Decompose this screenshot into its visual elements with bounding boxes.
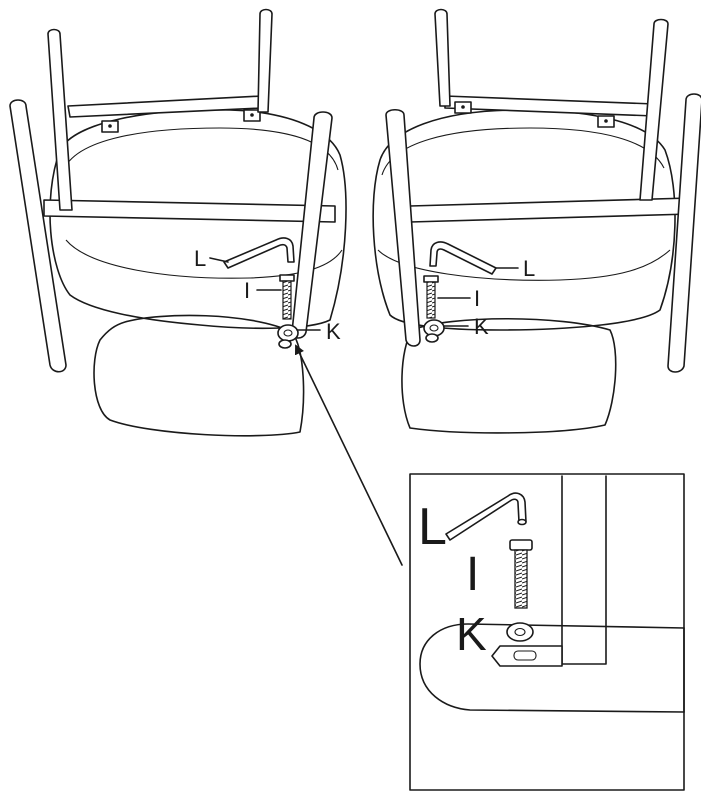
right-chair (372, 8, 701, 434)
right-chair-rail-back (444, 95, 656, 117)
right-label-hex-key: L (523, 256, 535, 281)
detail-label-washer: K (456, 608, 487, 660)
detail-box (409, 473, 685, 791)
right-bolt-head (423, 275, 439, 283)
detail-bracket-slot (513, 650, 537, 661)
left-label-hex-key: L (194, 246, 206, 271)
left-chair-leg-back-right (257, 8, 273, 113)
left-label-washer: K (326, 319, 341, 344)
detail-leg (561, 475, 607, 665)
detail-washer (506, 622, 534, 642)
right-chair-leg-front-right (667, 93, 701, 373)
detail-bolt-shaft (514, 549, 528, 609)
right-chair-leg-back-left (434, 8, 451, 107)
detail-frame (409, 473, 685, 791)
right-hex-key (429, 241, 497, 275)
right-chair-leg-front-left (385, 108, 421, 347)
detail-bracket-plate (491, 645, 563, 667)
left-chair-rail-front (43, 199, 336, 223)
left-chair-cushion-seam (65, 239, 343, 279)
left-bolt-head (279, 274, 295, 282)
detail-label-bolt: I (466, 548, 479, 601)
right-chair-cushion-edge (381, 127, 665, 176)
right-chair-seat-lower (401, 317, 617, 434)
detail-pointer-arrow (294, 344, 403, 566)
detail-label-hex-key: L (418, 498, 447, 556)
left-chair (9, 8, 347, 437)
left-label-bolt: I (244, 278, 250, 303)
right-chair-leg-back-right (639, 18, 669, 201)
left-washer (277, 324, 299, 342)
left-chair-cushion-edge (61, 127, 339, 176)
detail-seat-edge (419, 623, 685, 713)
right-bolt-shaft (426, 281, 436, 319)
left-chair-seat-lower (93, 314, 305, 437)
detail-bolt-head (509, 539, 533, 551)
left-hex-key (223, 237, 295, 269)
left-bolt-shaft (282, 280, 292, 320)
left-chair-rail-back (67, 95, 263, 118)
left-chair-leg-front-left (9, 99, 67, 373)
right-label-bolt: I (474, 286, 480, 311)
left-chair-leg-back-left (47, 28, 73, 211)
left-chair-leg-front-right (291, 111, 333, 339)
right-label-washer: K (474, 314, 489, 339)
right-chair-rail-front (409, 197, 691, 223)
detail-hex-key (445, 492, 527, 541)
